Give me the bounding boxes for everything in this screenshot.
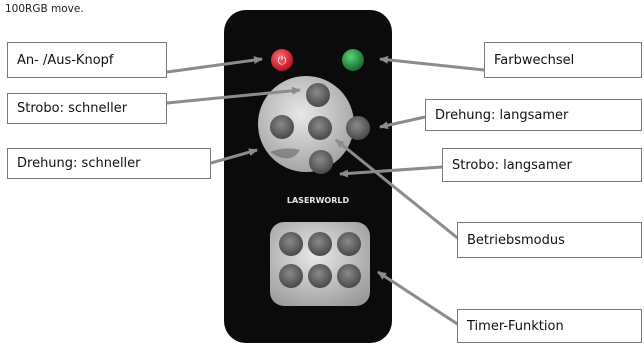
arrow-timer-function — [377, 270, 463, 329]
label-rotation-slower: Drehung: langsamer — [425, 99, 642, 131]
label-operating-mode: Betriebsmodus — [457, 222, 642, 258]
control-pad — [258, 76, 354, 172]
rotation-slower-button[interactable] — [346, 116, 370, 140]
strobe-faster-button[interactable] — [306, 83, 330, 107]
timer-button-5[interactable] — [308, 264, 332, 288]
arrow-power — [166, 56, 263, 74]
label-timer-function: Timer-Funktion — [457, 309, 642, 343]
pad-logo-shape — [270, 148, 300, 159]
timer-button-6[interactable] — [337, 264, 361, 288]
mode-button[interactable] — [308, 116, 332, 140]
power-icon: ⏻ — [278, 54, 287, 67]
rotation-faster-button[interactable] — [270, 115, 294, 139]
arrow-color-change — [379, 55, 485, 72]
label-color-change: Farbwechsel — [484, 42, 642, 78]
arrow-rotation-faster — [210, 148, 258, 165]
strobe-slower-button[interactable] — [309, 150, 333, 174]
timer-button-3[interactable] — [337, 232, 361, 256]
timer-button-4[interactable] — [279, 264, 303, 288]
arrow-strobe-faster — [166, 86, 301, 105]
label-strobe-faster: Strobo: schneller — [7, 93, 167, 124]
arrow-operating-mode — [335, 138, 461, 242]
timer-button-2[interactable] — [308, 232, 332, 256]
color-change-button[interactable] — [342, 49, 364, 71]
caption: 100RGB move. — [5, 3, 84, 15]
timer-button-1[interactable] — [279, 232, 303, 256]
label-strobe-slower: Strobo: langsamer — [442, 148, 642, 182]
arrow-strobe-slower — [339, 165, 443, 178]
label-rotation-faster: Drehung: schneller — [7, 148, 211, 179]
arrow-rotation-slower — [379, 115, 426, 130]
label-power: An- /Aus-Knopf — [7, 42, 167, 78]
brand-logo: LASERWORLD — [287, 196, 350, 205]
power-button[interactable] — [271, 49, 293, 71]
